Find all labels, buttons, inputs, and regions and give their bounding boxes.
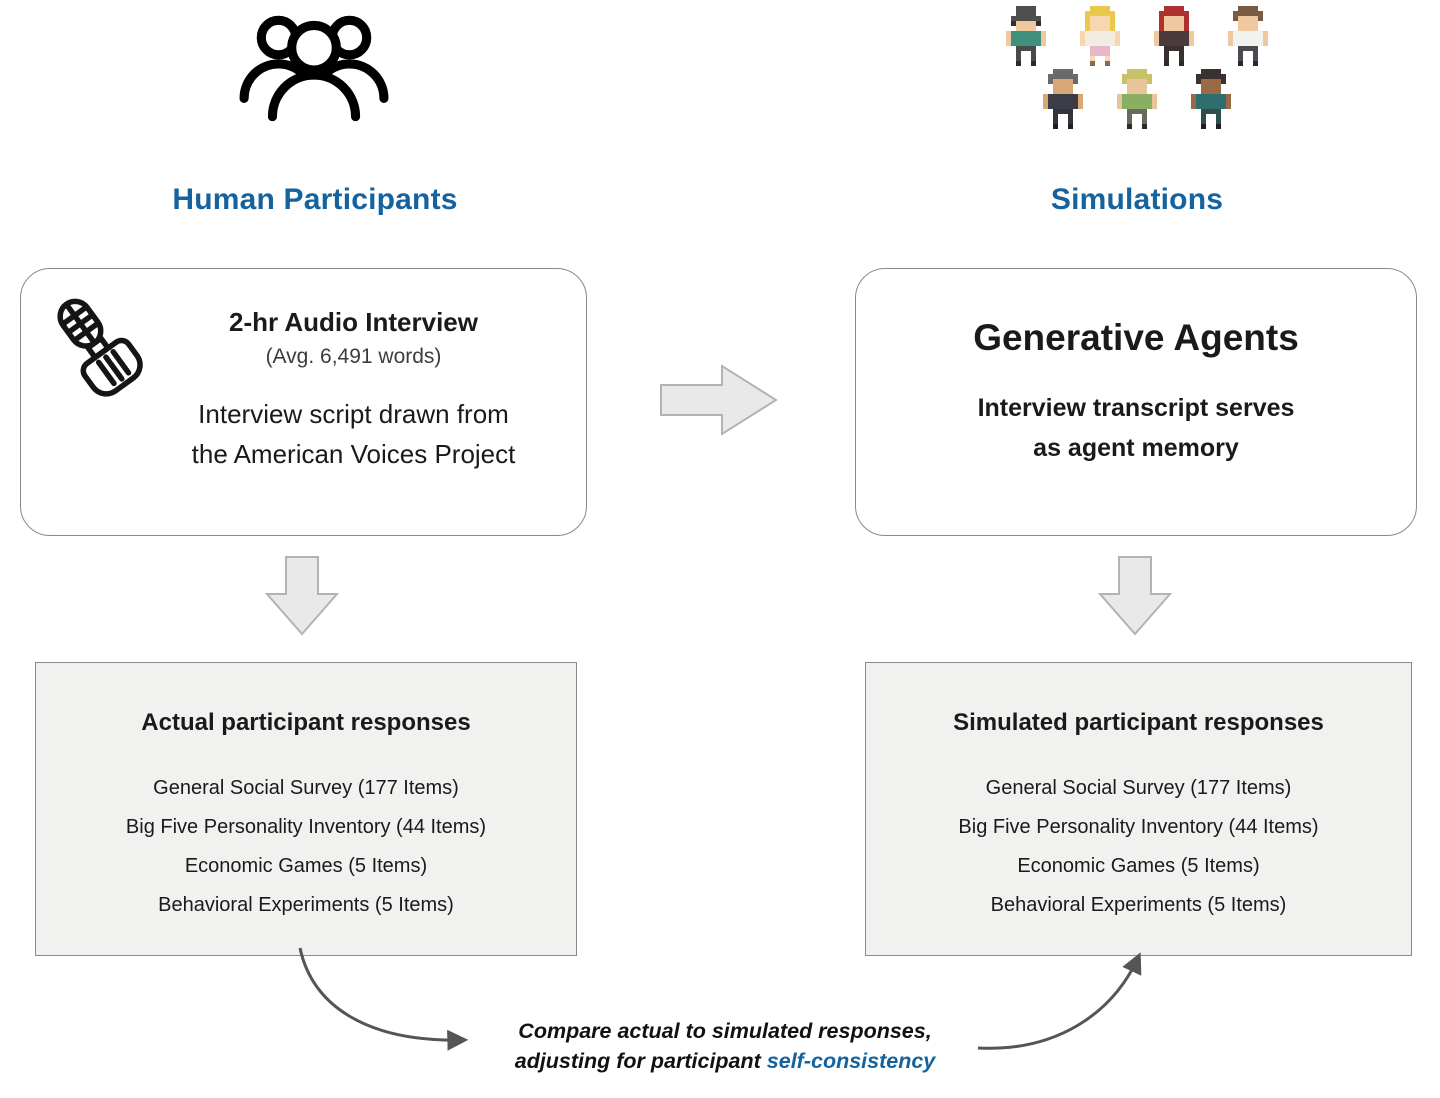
response-item: Big Five Personality Inventory (44 Items… [125,816,487,838]
hand-holding-microphone-icon [45,293,157,411]
pixel-avatar-green-shirt-man [1112,69,1162,129]
pixel-avatar-gray-suit-man [1038,69,1088,129]
people-group-icon [238,2,390,136]
response-item: Behavioral Experiments (5 Items) [990,894,1287,916]
avatar-group [887,6,1387,129]
simulated-responses-title: Simulated participant responses [953,709,1324,736]
human-participants-heading: Human Participants [172,183,458,216]
agents-body: Interview transcript serves as agent mem… [876,388,1396,468]
avatar-row-2 [887,69,1387,129]
generative-agents-box: Generative Agents Interview transcript s… [855,268,1417,536]
self-consistency-highlight: self-consistency [766,1049,936,1073]
compare-note-line2: adjusting for participant self-consisten… [420,1046,1030,1076]
simulated-responses-list: General Social Survey (177 Items) Big Fi… [876,769,1401,925]
response-item: Economic Games (5 Items) [1017,855,1260,877]
compare-curve-right-icon [972,950,1160,1056]
agents-body-line1: Interview transcript serves [977,394,1295,422]
flow-arrow-down-right-icon [1097,556,1173,636]
compare-note-line2-prefix: adjusting for participant [514,1049,767,1073]
pixel-avatar-top-hat-man [1001,6,1051,66]
pixel-avatar-red-haired-woman [1149,6,1199,66]
actual-responses-list: General Social Survey (177 Items) Big Fi… [46,769,566,925]
interview-title: 2-hr Audio Interview [229,307,478,337]
compare-note-line1: Compare actual to simulated responses, [518,1019,932,1043]
flow-arrow-right-icon [660,363,778,437]
interview-subtitle: (Avg. 6,491 words) [265,345,442,368]
simulated-responses-box: Simulated participant responses General … [865,662,1412,956]
response-item: General Social Survey (177 Items) [153,777,459,799]
interview-body-line1: Interview script drawn from [198,399,509,429]
actual-responses-title: Actual participant responses [141,709,471,736]
pixel-avatar-blonde-woman [1075,6,1125,66]
response-item: General Social Survey (177 Items) [985,777,1292,799]
response-item: Big Five Personality Inventory (44 Items… [958,816,1319,838]
compare-curve-left-icon [286,946,476,1054]
agents-title: Generative Agents [973,317,1299,358]
pixel-avatar-teal-jacket-person [1186,69,1236,129]
actual-responses-box: Actual participant responses General Soc… [35,662,577,956]
agents-box-text: Generative Agents Interview transcript s… [876,317,1396,468]
interview-box-text: 2-hr Audio Interview (Avg. 6,491 words) … [133,307,574,474]
avatar-row-1 [887,6,1387,66]
response-item: Behavioral Experiments (5 Items) [158,894,454,916]
pixel-avatar-brown-haired-man [1223,6,1273,66]
interview-body-line2: the American Voices Project [191,439,516,469]
simulations-heading: Simulations [1050,183,1224,216]
response-item: Economic Games (5 Items) [184,855,428,877]
agents-body-line2: as agent memory [1033,434,1239,462]
flow-arrow-down-left-icon [264,556,340,636]
audio-interview-box: 2-hr Audio Interview (Avg. 6,491 words) … [20,268,587,536]
interview-body: Interview script drawn from the American… [133,394,574,474]
compare-note: Compare actual to simulated responses, a… [420,1016,1030,1076]
